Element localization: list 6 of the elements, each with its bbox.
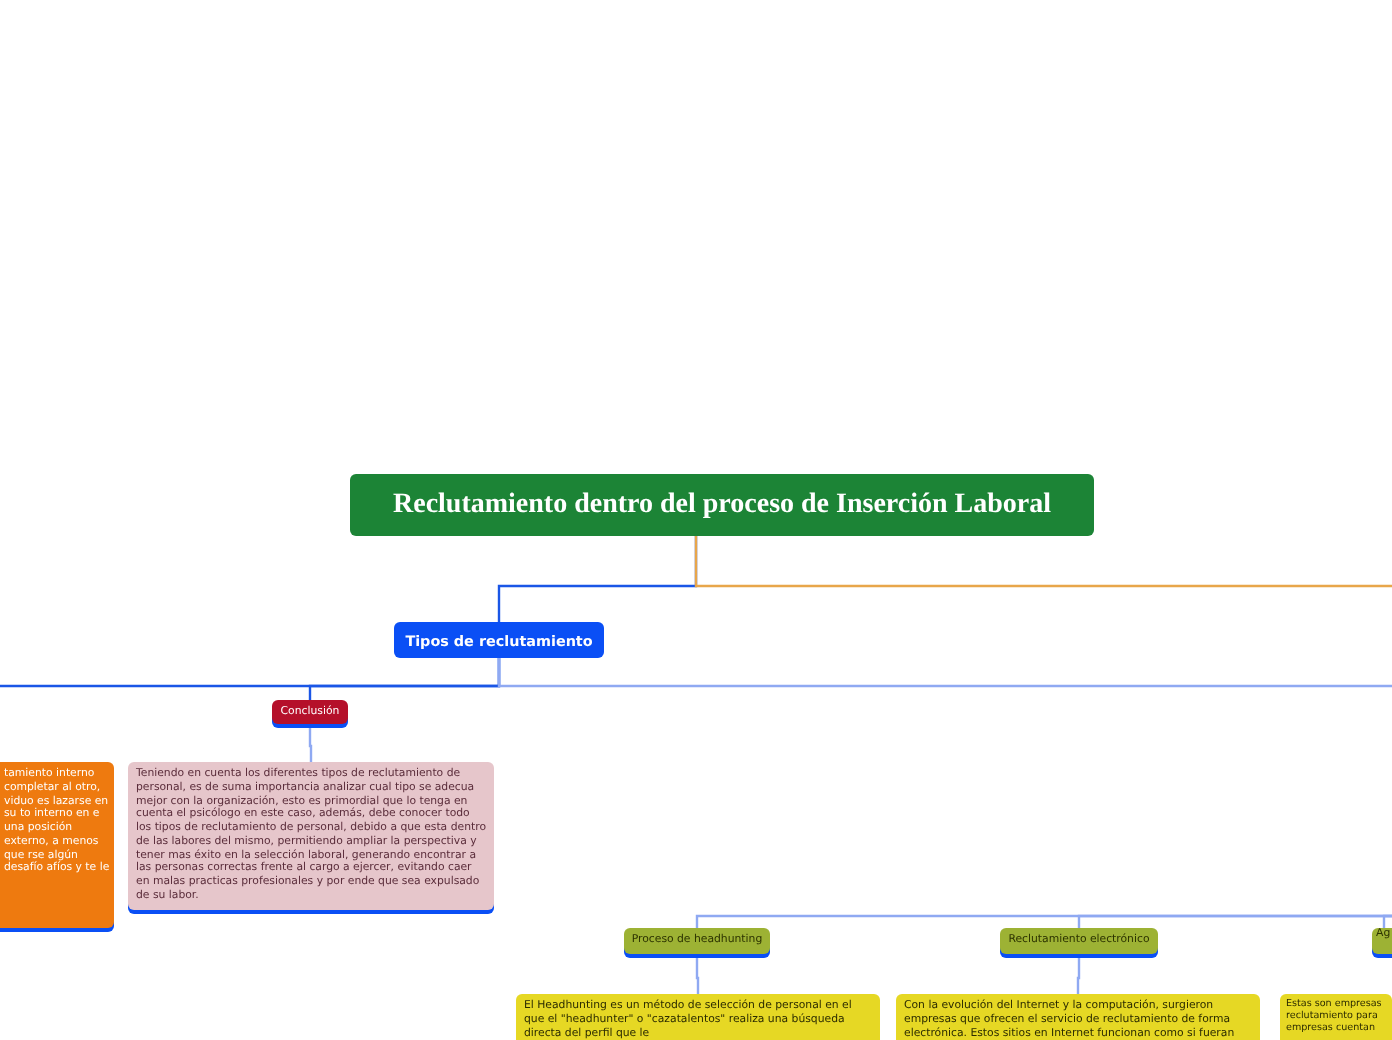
connector-line (694, 536, 1392, 588)
title-box: Reclutamiento dentro del proceso de Inserción Laboral (350, 474, 1094, 536)
connector-line (695, 958, 700, 994)
connector-line (308, 728, 313, 762)
connector-line (497, 658, 1392, 688)
connector-line (1076, 958, 1081, 994)
